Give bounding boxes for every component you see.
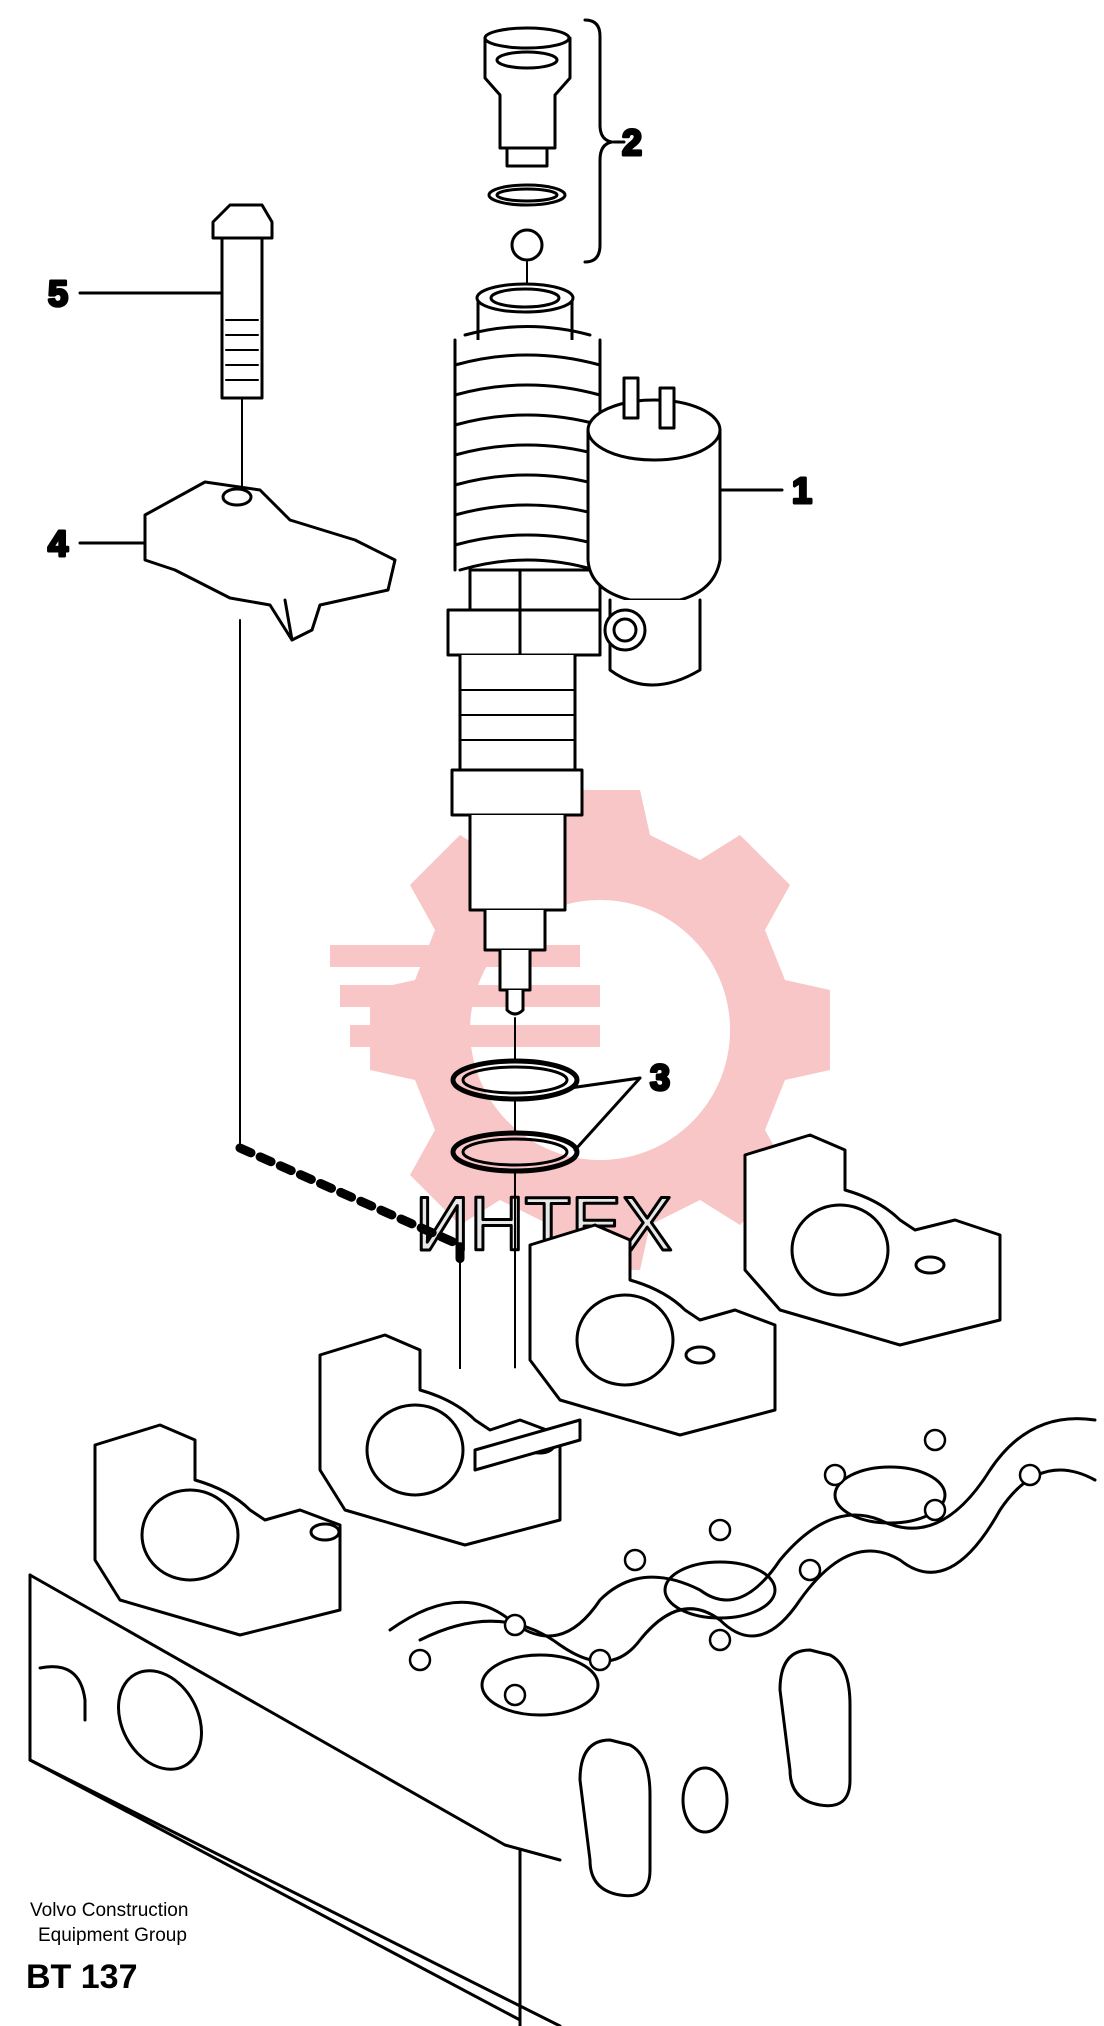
callout-2: 2 — [622, 122, 642, 163]
part-4-clamp — [78, 480, 397, 1149]
part-1-injector — [446, 282, 784, 1061]
part-5-bolt — [78, 203, 274, 491]
clamp-leader-dashed — [235, 1143, 465, 1265]
head-studs — [408, 1428, 1042, 1707]
cylinder-head — [28, 1133, 1097, 2026]
footer-diagram-code: BT 137 — [26, 1958, 138, 1996]
footer-company-line1: Volvo Construction — [30, 1900, 189, 1921]
callout-1: 1 — [792, 470, 812, 511]
callout-4: 4 — [48, 523, 68, 564]
footer-company-line2: Equipment Group — [38, 1925, 187, 1946]
callout-5: 5 — [48, 273, 68, 314]
bearing-caps — [93, 1133, 1002, 1637]
part-2-connector-assembly — [483, 18, 626, 286]
callout-3: 3 — [650, 1057, 670, 1098]
